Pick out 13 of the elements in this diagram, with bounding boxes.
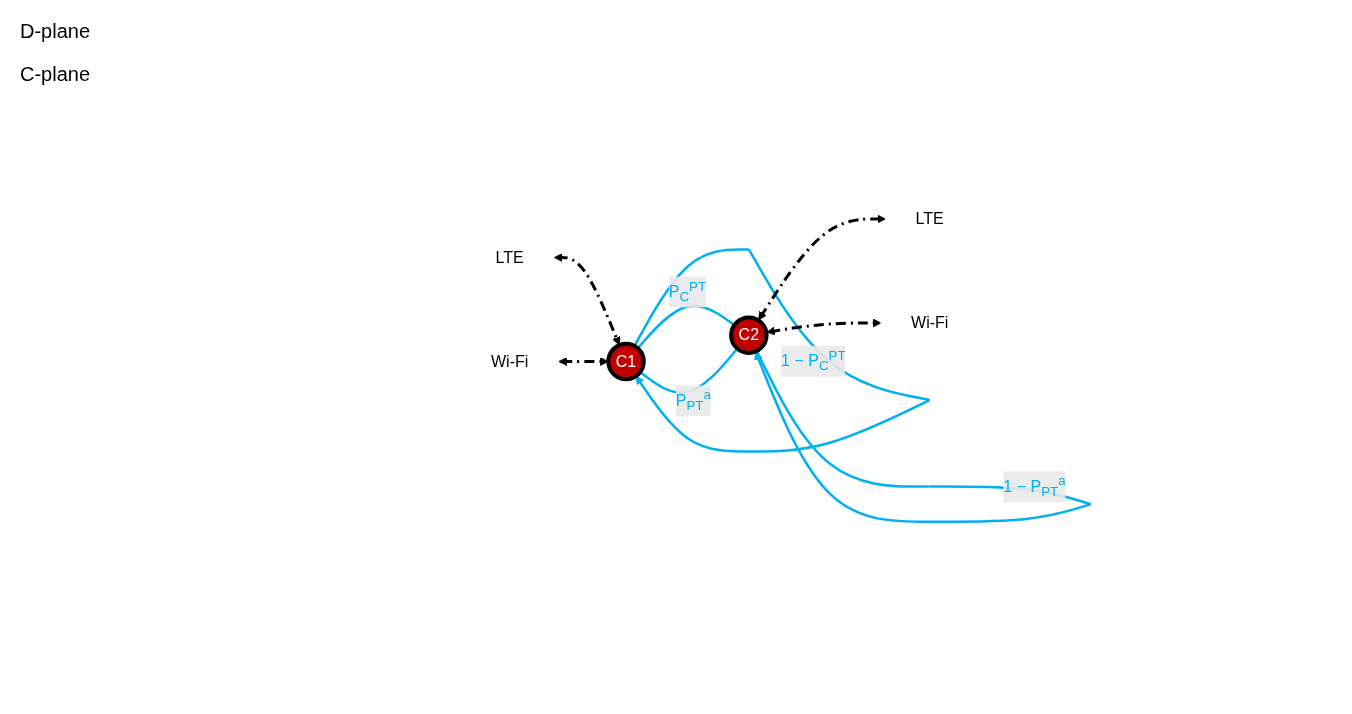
arrow: [553, 253, 621, 346]
arrow: [758, 214, 887, 321]
arrow: [766, 318, 882, 336]
node-text: Wi-Fi: [491, 352, 529, 370]
node-text: Wi-Fi: [911, 314, 949, 332]
node-text: LTE: [495, 248, 524, 266]
plane-label: C-plane: [20, 63, 92, 86]
node-text: LTE: [915, 210, 944, 228]
arrow: [633, 248, 931, 453]
node-circle: C2: [729, 315, 769, 355]
connector: [636, 304, 736, 350]
node-circle: C1: [606, 341, 646, 382]
plane-label: D-plane: [20, 20, 92, 43]
